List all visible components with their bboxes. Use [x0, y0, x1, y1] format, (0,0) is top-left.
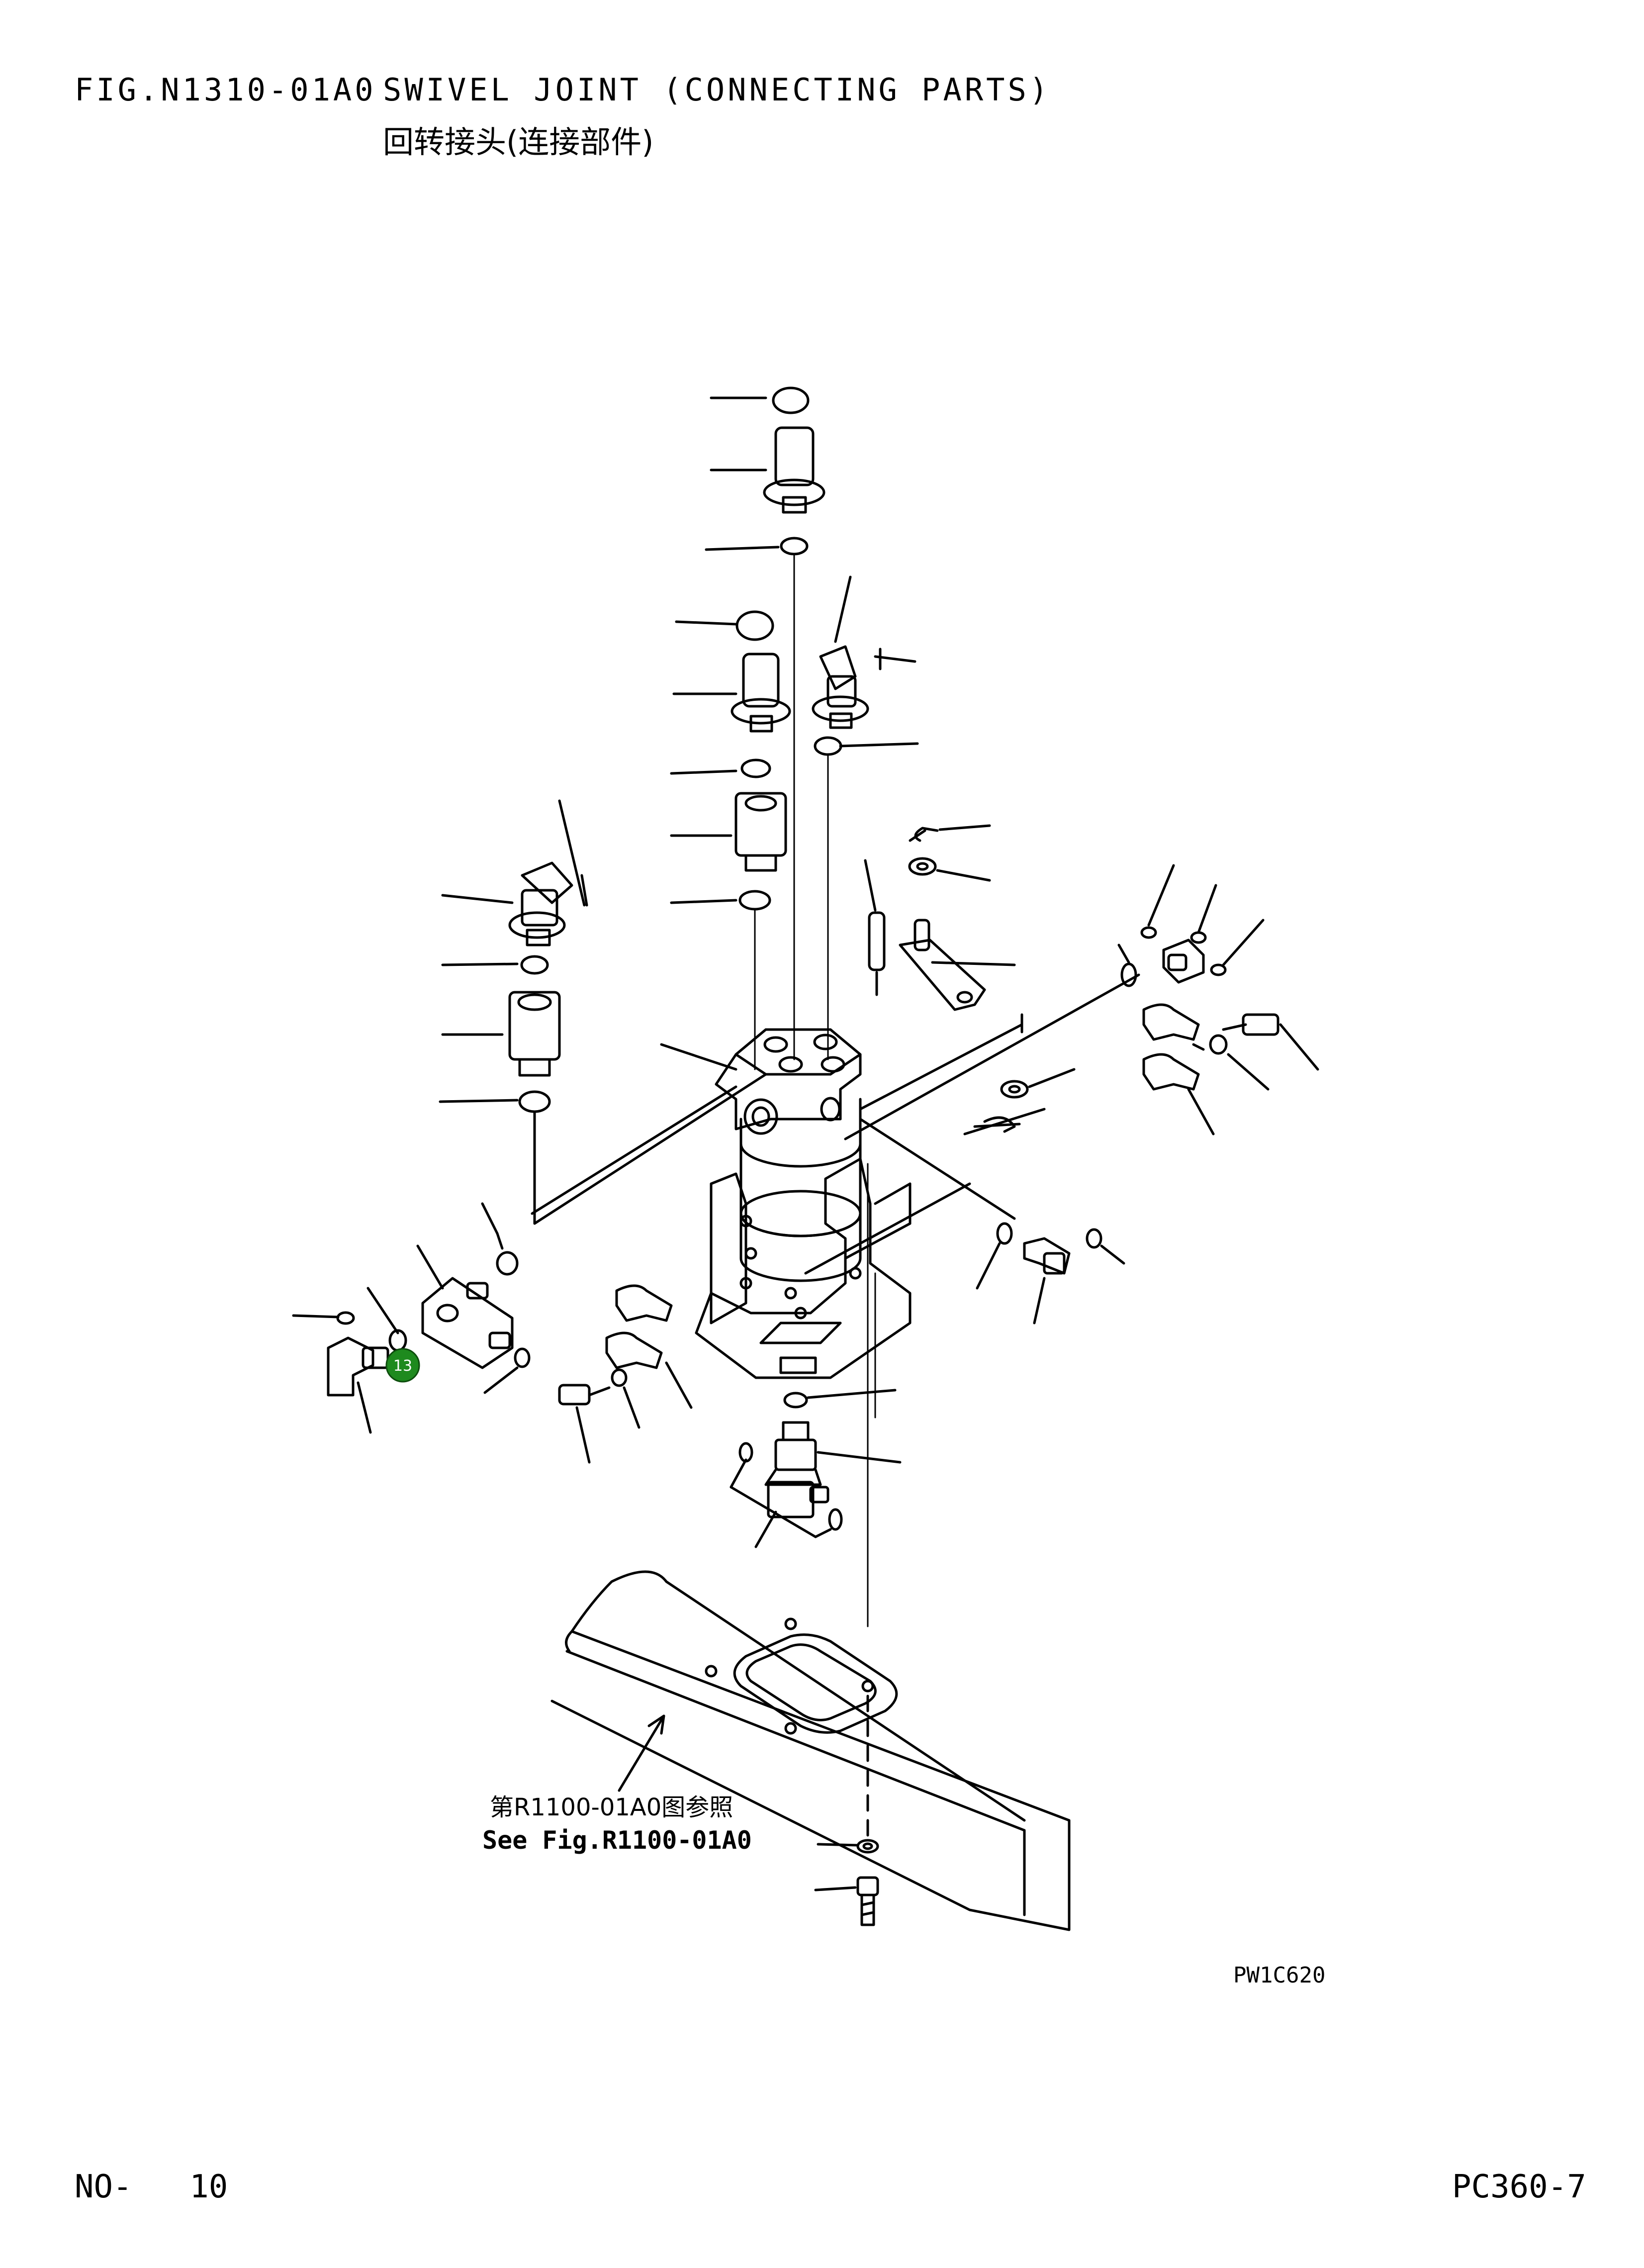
bolt-bottom — [814, 1876, 879, 1926]
top-plug — [710, 426, 825, 514]
oring-5 — [670, 758, 771, 778]
oring-left-2 — [439, 1073, 767, 1225]
washer-2 — [1000, 1068, 1076, 1099]
elbow-adapter-top — [812, 575, 916, 729]
frame-plate — [550, 1570, 1071, 1931]
top-oring — [710, 386, 810, 414]
split-flange-right — [1142, 1003, 1215, 1135]
lever-arm — [899, 919, 1016, 1011]
pin-1 — [864, 859, 886, 996]
reference-note-cn: 第R1100-01A0图参照 — [490, 1794, 733, 1821]
washer-1 — [908, 857, 991, 882]
relief-valve — [730, 1421, 902, 1548]
oring-left-1 — [441, 955, 549, 975]
figure-title-en: SWIVEL JOINT (CONNECTING PARTS) — [383, 72, 1051, 108]
callout-label-13: 13 — [393, 1357, 412, 1375]
elbow-fitting-left — [292, 1287, 407, 1434]
oring-left-3 — [481, 1202, 519, 1276]
plug-2 — [672, 653, 791, 733]
oring-4 — [814, 736, 919, 756]
bolt-right — [1192, 1013, 1319, 1091]
tee-fitting-right — [1117, 864, 1265, 987]
washer-bottom — [817, 1839, 879, 1854]
swivel-joint-body — [695, 1028, 912, 1379]
split-pin-1 — [909, 824, 991, 842]
oring-bottom-1 — [783, 1389, 897, 1409]
page-number: NO- 10 — [75, 2169, 228, 2205]
elbow-fitting-right — [976, 1222, 1125, 1324]
drawing-code: PW1C620 — [1233, 1963, 1326, 1988]
reference-note-en: See Fig.R1100-01A0 — [482, 1826, 752, 1855]
callout-badge-13[interactable]: 13 — [385, 1348, 420, 1383]
block-fitting-left — [416, 1244, 531, 1394]
split-flange-left — [605, 1284, 693, 1409]
oring-3 — [675, 610, 774, 641]
adapter-left — [441, 991, 561, 1077]
figure-title-cn: 回转接头(连接部件) — [383, 124, 654, 160]
oring-6 — [670, 890, 771, 911]
machine-model: PC360-7 — [1452, 2169, 1586, 2205]
figure-number: FIG.N1310-01A0 — [75, 72, 376, 108]
elbow-adapter-left — [441, 799, 588, 946]
adapter-hex — [670, 792, 787, 872]
oring-2 — [705, 537, 809, 556]
reference-arrow — [618, 1714, 665, 1792]
bolt-left — [558, 1368, 640, 1464]
split-pin-2 — [963, 1108, 1046, 1135]
